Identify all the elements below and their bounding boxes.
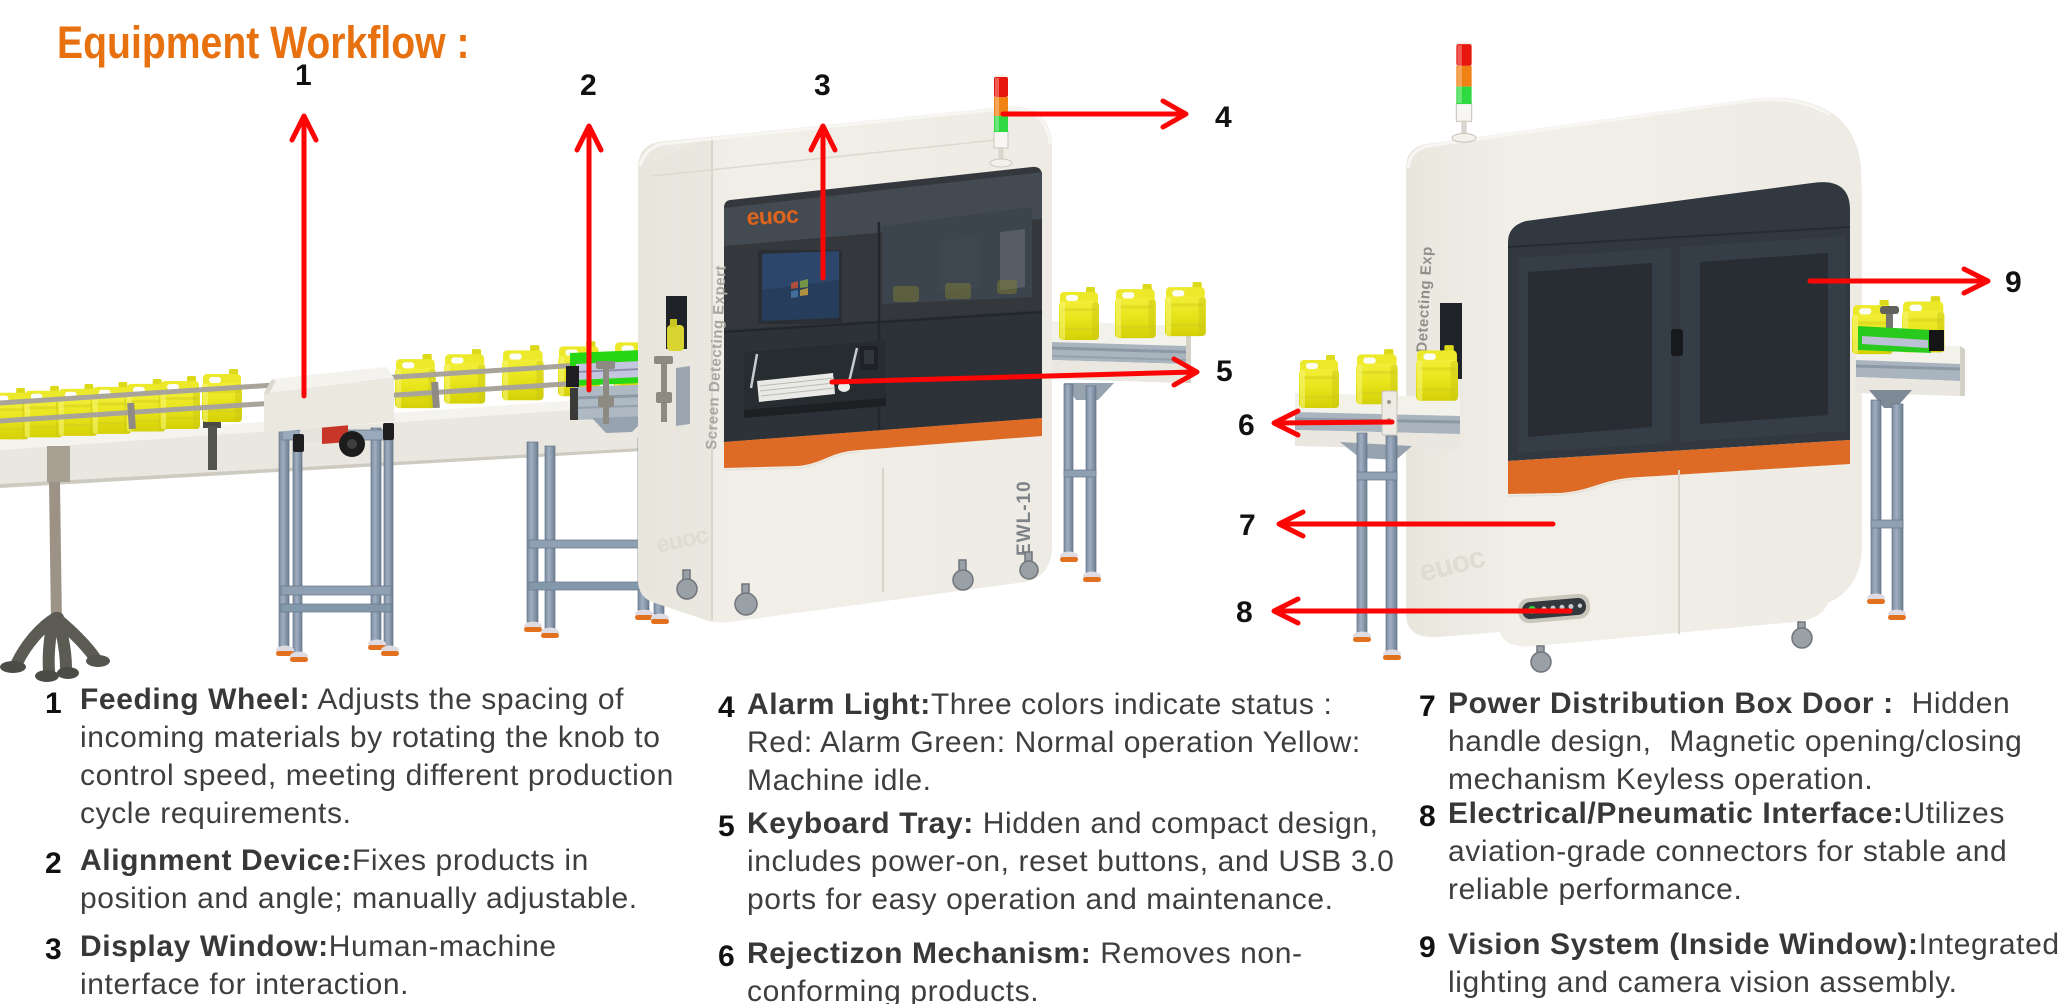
- svg-text:EWL-10: EWL-10: [1014, 480, 1035, 556]
- svg-text:euoc: euoc: [746, 201, 800, 230]
